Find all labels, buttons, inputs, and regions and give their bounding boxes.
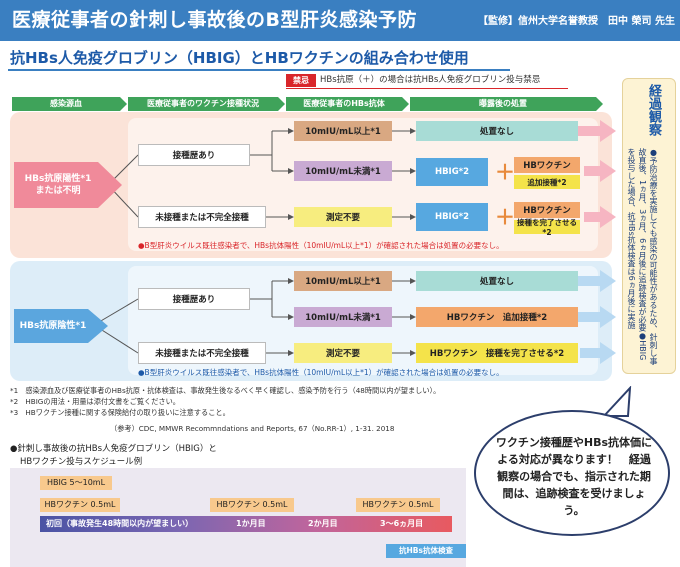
b-booster: HBワクチン 追加接種*2 — [416, 307, 578, 327]
reference: （参考）CDC, MMWR Recommndations and Reports… — [110, 424, 395, 433]
column-header-vaccination: 医療従事者のワクチン接種状況 — [128, 97, 285, 111]
column-header-antibody: 医療従事者のHBs抗体 — [286, 97, 409, 111]
a-hbig-1: HBIG*2 — [416, 158, 488, 186]
source-positive-arrow — [14, 162, 122, 208]
b-unvaccinated-box: 未接種または不完全接種 — [138, 342, 266, 364]
schedule-vaccine-2: HBワクチン 0.5mL — [210, 498, 294, 512]
b-footnote: ●B型肝炎ウイルス既往感染者で、HBs抗体陽性（10mIU/mL以上*1）が確認… — [138, 368, 504, 377]
column-header-action: 曝露後の処置 — [410, 97, 603, 111]
b-antibody-high: 10mIU/mL以上*1 — [294, 271, 392, 291]
a-no-action: 処置なし — [416, 121, 578, 141]
page-title: 医療従事者の針刺し事故後のB型肝炎感染予防 — [12, 9, 417, 31]
a-vaccinated-box: 接種歴あり — [138, 144, 250, 166]
a-antibody-high: 10mIU/mL以上*1 — [294, 121, 392, 141]
schedule-vaccine-3: HBワクチン 0.5mL — [356, 498, 440, 512]
footnote-3: *3 HBワクチン接種に関する保険給付の取り扱いに注意すること。 — [10, 408, 230, 417]
a-vaccine-2-tag: 接種を完了させる*2 — [514, 218, 580, 237]
observation-text: ●予防治療を実施しても感染の可能性があるため、針刺し事故直後、1ヵ月、3ヵ月、6… — [627, 148, 658, 365]
timeline-t1: 1か月目 — [236, 519, 266, 528]
header-bar — [0, 0, 680, 41]
a-hbig-2: HBIG*2 — [416, 203, 488, 231]
schedule-title-1: ●針刺し事故後の抗HBs人免疫グロブリン（HBIG）と — [10, 444, 217, 454]
a-antibody-none: 測定不要 — [294, 207, 392, 227]
observation-panel — [622, 78, 676, 374]
a-antibody-low: 10mIU/mL未満*1 — [294, 161, 392, 181]
footnote-1: *1 感染源血及び医療従事者のHBs抗原・抗体検査は、事故発生後なるべく早く確認… — [10, 386, 441, 395]
supervisor-credit: 【監修】信州大学名誉教授 田中 榮司 先生 — [478, 16, 675, 27]
source-negative-label: HBs抗原陰性*1 — [19, 321, 87, 331]
b-vaccinated-box: 接種歴あり — [138, 288, 250, 310]
subtitle-underline — [8, 69, 510, 71]
a-vaccine-1-tag: 追加接種*2 — [514, 175, 580, 189]
timeline-t2: 2か月目 — [308, 519, 338, 528]
antibody-test-label: 抗HBs抗体検査 — [386, 544, 466, 558]
b-antibody-low: 10mIU/mL未満*1 — [294, 307, 392, 327]
a-vaccine-1: HBワクチン — [514, 157, 580, 173]
column-header-source: 感染源血 — [12, 97, 127, 111]
timeline-t3: 3～6ヵ月目 — [380, 519, 424, 528]
b-complete: HBワクチン 接種を完了させる*2 — [416, 343, 578, 363]
source-positive-label: HBs抗原陽性*1 または不明 — [24, 174, 92, 196]
contraindication-text: HBs抗原（＋）の場合は抗HBs人免疫グロブリン投与禁忌 — [320, 75, 541, 85]
observation-title: 経過観察 — [646, 84, 661, 136]
b-antibody-none: 測定不要 — [294, 343, 392, 363]
a-footnote: ●B型肝炎ウイルス既往感染者で、HBs抗体陽性（10mIU/mL以上*1）が確認… — [138, 241, 504, 250]
footnote-2: *2 HBIGの用法・用量は添付文書をご覧ください。 — [10, 397, 180, 406]
speech-bubble — [474, 410, 670, 536]
schedule-timeline — [40, 516, 452, 532]
section-subtitle: 抗HBs人免疫グロブリン（HBIG）とHBワクチンの組み合わせ使用 — [10, 49, 469, 67]
a-plus-2: ＋ — [495, 205, 515, 229]
timeline-t0: 初回（事故発生48時間以内が望ましい） — [46, 519, 194, 528]
source-negative-arrow — [14, 309, 108, 343]
speech-bubble-text: ワクチン接種歴やHBs抗体価による対応が異なります！ 経過観察の場合でも、指示さ… — [495, 436, 653, 517]
schedule-hbig: HBIG 5～10mL — [40, 476, 112, 490]
contraindication-underline — [286, 88, 568, 89]
schedule-title-2: HBワクチン投与スケジュール例 — [20, 457, 143, 467]
contraindication-badge: 禁忌 — [286, 74, 316, 87]
b-no-action: 処置なし — [416, 271, 578, 291]
a-vaccine-2: HBワクチン — [514, 202, 580, 218]
a-unvaccinated-box: 未接種または不完全接種 — [138, 206, 266, 228]
a-plus-1: ＋ — [495, 160, 515, 184]
schedule-vaccine-1: HBワクチン 0.5mL — [40, 498, 120, 512]
